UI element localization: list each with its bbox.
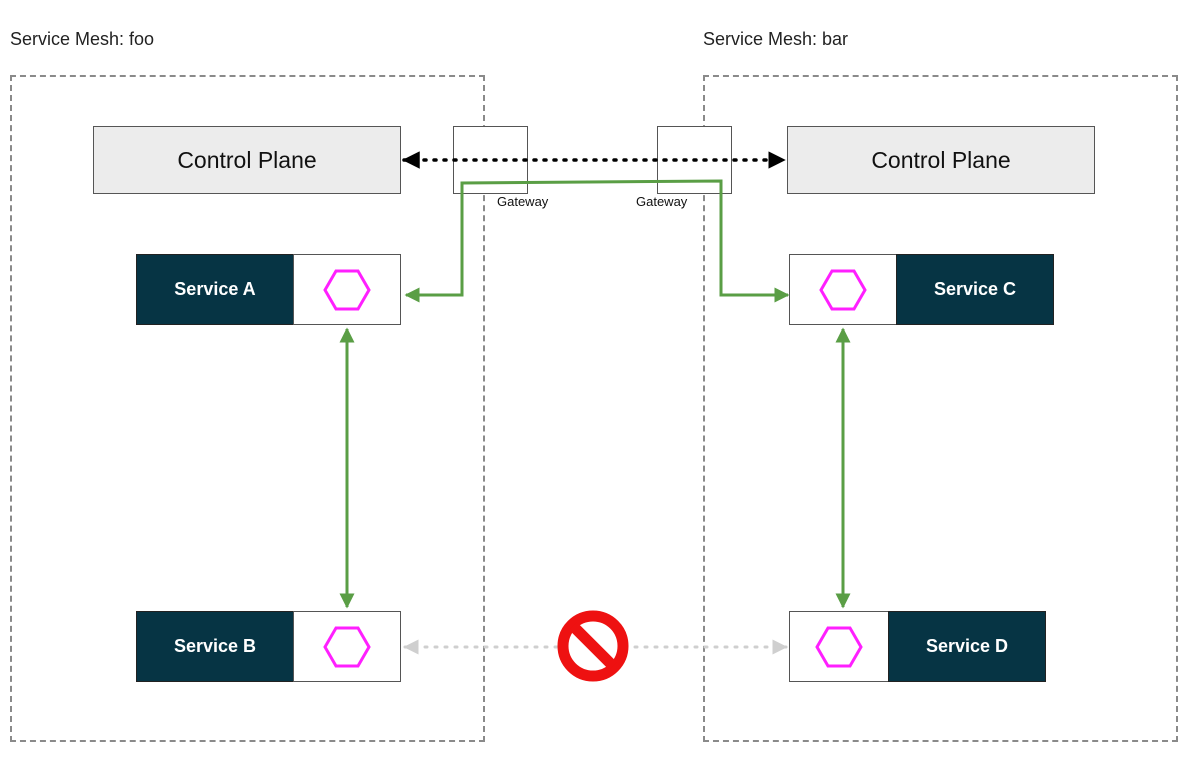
service-c: Service C [896, 254, 1054, 325]
hexagon-icon [323, 626, 371, 667]
hexagon-icon [819, 269, 867, 310]
mesh-title-bar: Service Mesh: bar [703, 29, 849, 49]
gateway-label-foo: Gateway [497, 194, 549, 209]
service-b-proxy [293, 611, 401, 682]
mesh-boundary-bar [703, 75, 1178, 742]
mesh-title-foo: Service Mesh: foo [10, 29, 155, 49]
control-plane-bar: Control Plane [787, 126, 1095, 194]
service-d: Service D [888, 611, 1046, 682]
service-a-proxy [293, 254, 401, 325]
control-plane-foo: Control Plane [93, 126, 401, 194]
hexagon-icon [323, 269, 371, 310]
mesh-boundary-foo [10, 75, 485, 742]
prohibited-icon [557, 610, 629, 682]
service-b: Service B [136, 611, 294, 682]
hexagon-icon [815, 626, 863, 667]
gateway-label-bar: Gateway [636, 194, 688, 209]
service-a: Service A [136, 254, 294, 325]
service-c-proxy [789, 254, 897, 325]
gateway-route-a-c [404, 179, 790, 303]
